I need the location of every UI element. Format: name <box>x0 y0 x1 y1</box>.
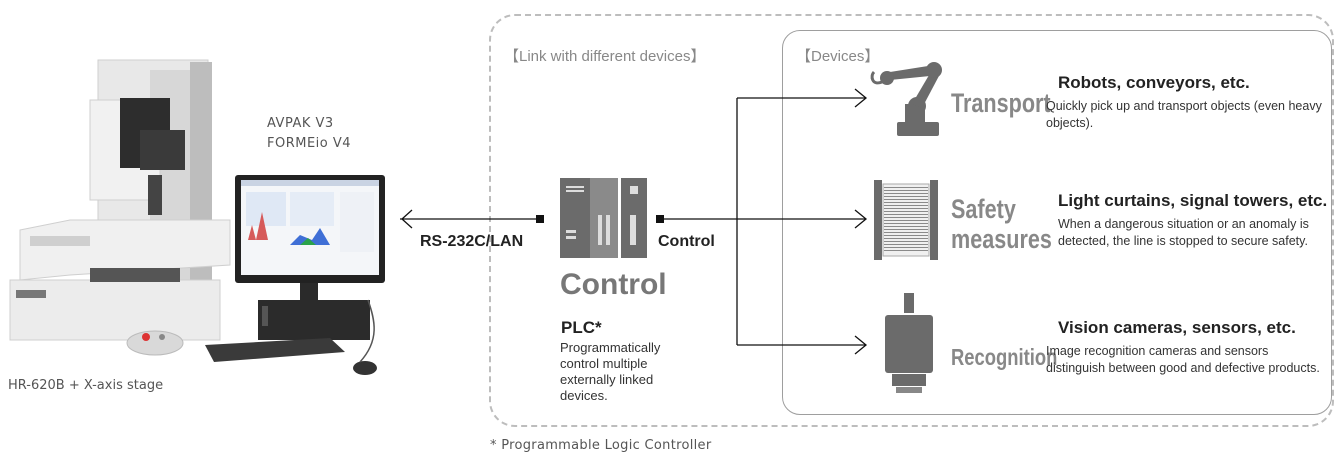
light-beam-line <box>884 187 928 188</box>
light-beam-line <box>884 214 928 215</box>
robot-arm-icon <box>870 62 942 136</box>
devices-region <box>782 30 1332 415</box>
light-beam-line <box>884 193 928 194</box>
light-beam-line <box>884 244 928 245</box>
category-transport: Transport <box>951 88 1051 118</box>
light-beam-line <box>884 199 928 200</box>
footnote: * Programmable Logic Controller <box>490 438 712 453</box>
link-devices-region <box>489 14 1334 427</box>
light-beam-line <box>884 217 928 218</box>
device-title-recognition: Vision cameras, sensors, etc. <box>1058 318 1296 337</box>
category-safety-line1: Safety <box>951 194 1016 224</box>
light-beam-line <box>884 250 928 251</box>
device-desc-safety: When a dangerous situation or an anomaly… <box>1058 217 1309 248</box>
light-beam-line <box>884 229 928 230</box>
plc-big-label: Control <box>560 268 667 301</box>
device-title-safety: Light curtains, signal towers, etc. <box>1058 191 1328 210</box>
light-beam-line <box>884 211 928 212</box>
plc-title: PLC* <box>561 318 602 337</box>
category-safety-line2: measures <box>951 224 1052 254</box>
light-beam-line <box>884 190 928 191</box>
control-connection-lines <box>656 88 868 355</box>
plc-description: Programmatically control multiple extern… <box>560 340 661 403</box>
vision-camera-icon <box>885 293 933 393</box>
light-beam-line <box>884 241 928 242</box>
light-beam-line <box>884 202 928 203</box>
light-curtain-beams <box>884 186 928 254</box>
light-beam-line <box>884 196 928 197</box>
light-beam-line <box>884 205 928 206</box>
control-link-label: Control <box>658 233 715 250</box>
software-name-avpak: AVPAK V3 <box>267 116 334 131</box>
light-beam-line <box>884 223 928 224</box>
link-box-title: 【Link with different devices】 <box>504 48 706 65</box>
light-beam-line <box>884 238 928 239</box>
device-desc-transport: Quickly pick up and transport objects (e… <box>1046 99 1322 130</box>
device-title-transport: Robots, conveyors, etc. <box>1058 73 1250 92</box>
hardness-tester-illustration <box>9 59 385 375</box>
light-beam-line <box>884 220 928 221</box>
category-recognition: Recognition <box>951 344 1058 370</box>
light-beam-line <box>884 235 928 236</box>
light-beam-line <box>884 232 928 233</box>
light-beam-line <box>884 247 928 248</box>
rs232-lan-label: RS-232C/LAN <box>420 233 524 250</box>
light-beam-line <box>884 226 928 227</box>
rs232-connection-line <box>400 209 544 229</box>
light-beam-line <box>884 208 928 209</box>
devices-box-title: 【Devices】 <box>796 48 880 65</box>
device-desc-recognition: Image recognition cameras and sensors di… <box>1046 344 1320 375</box>
machine-caption: HR-620B + X-axis stage <box>8 378 164 393</box>
plc-icon <box>560 178 647 258</box>
software-name-formeio: FORMEio V4 <box>267 136 352 151</box>
